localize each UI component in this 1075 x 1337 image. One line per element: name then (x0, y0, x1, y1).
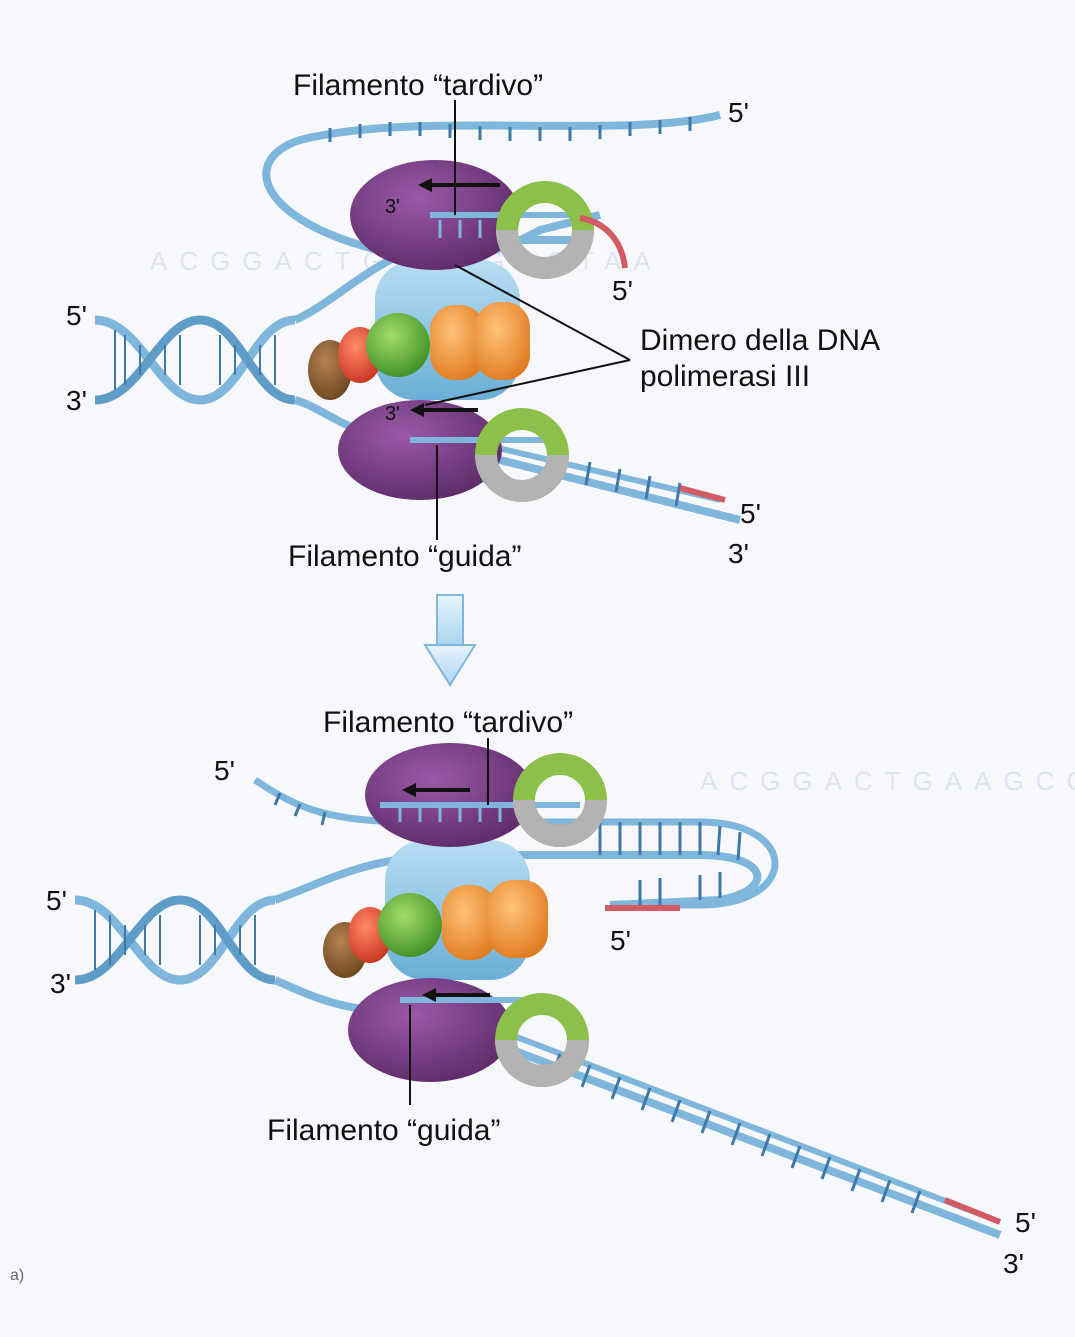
protein-orange-2-bottom (488, 880, 548, 958)
end-label-5-bottom-leading: 5' (1015, 1207, 1036, 1238)
polymerase-upper-bottom (365, 743, 535, 847)
lagging-strand-label-top: Filamento “tardivo” (293, 69, 543, 102)
end-label-3-bottom-leading: 3' (1003, 1248, 1024, 1279)
end-label-5-top-parent: 5' (66, 300, 87, 331)
end-label-5-top-leading: 5' (740, 498, 761, 529)
end-label-3-upper-pol: 3' (385, 196, 400, 218)
panel-label: a) (10, 1267, 24, 1284)
sliding-clamp-lower-bottom (506, 1004, 578, 1076)
protein-orange-2-top (475, 302, 530, 380)
leading-strand-label-top: Filamento “guida” (288, 540, 521, 573)
end-label-5-bottom-parent: 5' (46, 885, 67, 916)
top-panel: Filamento “tardivo” Filamento “guida” Di… (66, 69, 880, 573)
lagging-strand-label-bottom: Filamento “tardivo” (323, 706, 573, 739)
end-label-3-bottom-parent: 3' (50, 968, 71, 999)
end-label-3-top-leading: 3' (728, 538, 749, 569)
enzyme-label-line1: Dimero della DNA (640, 324, 880, 357)
parental-helix-top (95, 320, 295, 400)
leading-ticks-bottom (552, 1054, 920, 1213)
sliding-clamp-upper-bottom (524, 764, 596, 836)
protein-green-top (366, 313, 430, 377)
transition-arrow (425, 595, 475, 685)
end-label-5-top-primer: 5' (612, 275, 633, 306)
end-label-5-bottom-lagging: 5' (214, 755, 235, 786)
parental-helix-bottom (75, 900, 275, 980)
end-label-3-top-parent: 3' (66, 385, 87, 416)
end-label-5-top-loop: 5' (728, 97, 749, 128)
leading-strand-label-bottom: Filamento “guida” (267, 1114, 500, 1147)
end-label-5-bottom-primer: 5' (610, 925, 631, 956)
background-bleed-through: ACGGACTGAACGCCTAA ACGGACTGAAGCCTAA (150, 246, 1075, 796)
enzyme-label-line2: polimerasi III (640, 360, 810, 393)
svg-text:ACGGACTGAAGCCTAA: ACGGACTGAAGCCTAA (700, 766, 1075, 796)
protein-green-bottom (378, 893, 442, 957)
end-label-3-lower-pol: 3' (385, 403, 400, 425)
